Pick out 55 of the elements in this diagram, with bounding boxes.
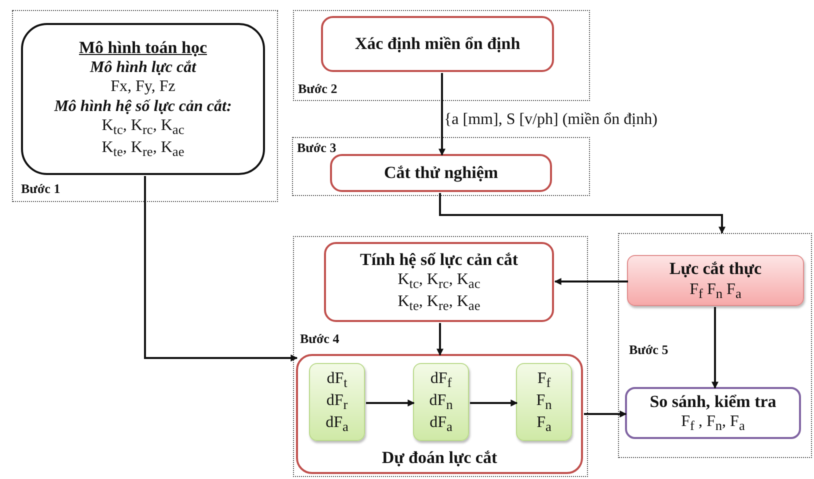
step-label: Bước 5: [629, 342, 668, 358]
box-text: F$_{a}$: [536, 413, 552, 436]
box-heading: Dự đoán lực cắt: [382, 448, 498, 468]
process-box: [321, 16, 554, 72]
arrow: [554, 278, 628, 285]
box-text: F$_{f}$ , F$_{n}$, F$_{a}$: [681, 412, 745, 434]
process-box: [324, 242, 554, 322]
process-box: [309, 363, 365, 441]
arrow: [584, 410, 627, 418]
arrow: [470, 400, 518, 406]
box-heading: Mô hình hệ số lực cản cắt:: [54, 96, 232, 116]
box-heading: Mô hình lực cắt: [90, 58, 196, 78]
edge-label: {a [mm], S [v/ph] (miền ổn định): [444, 111, 658, 129]
box-text: K$_{tc}$, K$_{rc}$, K$_{ac}$: [398, 270, 480, 292]
box-heading: So sánh, kiểm tra: [650, 392, 776, 412]
arrow: [712, 307, 718, 389]
step-label: Bước 4: [300, 331, 340, 347]
box-text: F$_{f}$ F$_{n}$ F$_{a}$: [690, 280, 742, 302]
step-label: Bước 2: [298, 81, 338, 97]
box-text: K$_{tc}$, K$_{rc}$, K$_{ac}$: [102, 116, 184, 138]
box-heading: Tính hệ số lực cản cắt: [360, 250, 518, 270]
box-text: dF$_{r}$: [326, 390, 348, 414]
process-box: [21, 23, 265, 175]
box-text: Fx, Fy, Fz: [110, 77, 176, 97]
box-text: dF$_{f}$: [430, 368, 452, 391]
step-frame: [12, 10, 278, 202]
step-label: Bước 3: [297, 140, 336, 156]
step-label: Bước 1: [21, 181, 60, 197]
box-text: F$_{n}$: [536, 390, 552, 414]
arrow: [439, 193, 726, 234]
box-text: dF$_{a}$: [430, 413, 452, 436]
step-frame: [293, 10, 590, 101]
process-box: [330, 154, 552, 192]
box-text: dF$_{a}$: [326, 413, 348, 436]
box-text: dF$_{n}$: [429, 390, 453, 414]
box-heading: Cắt thử nghiệm: [384, 162, 498, 184]
step-frame: [618, 233, 812, 458]
box-text: dF$_{t}$: [326, 368, 348, 391]
step-frame: [293, 236, 588, 477]
box-heading: Lực cắt thực: [669, 259, 762, 280]
arrow: [144, 176, 298, 362]
box-text: K$_{te}$, K$_{re}$, K$_{ae}$: [102, 138, 184, 160]
arrow: [436, 323, 444, 356]
process-box: [627, 255, 804, 306]
arrow: [366, 400, 415, 406]
box-heading: Mô hình toán học: [79, 38, 207, 58]
process-box: [413, 363, 469, 441]
process-box: [296, 354, 583, 474]
box-text: K$_{te}$, K$_{re}$, K$_{ae}$: [398, 292, 480, 314]
step-frame: [292, 137, 590, 196]
arrow: [438, 73, 446, 156]
box-text: F$_{f}$: [537, 368, 551, 391]
box-heading: Xác định miền ổn định: [354, 34, 520, 54]
process-box: [516, 363, 572, 441]
process-box: [625, 387, 801, 439]
